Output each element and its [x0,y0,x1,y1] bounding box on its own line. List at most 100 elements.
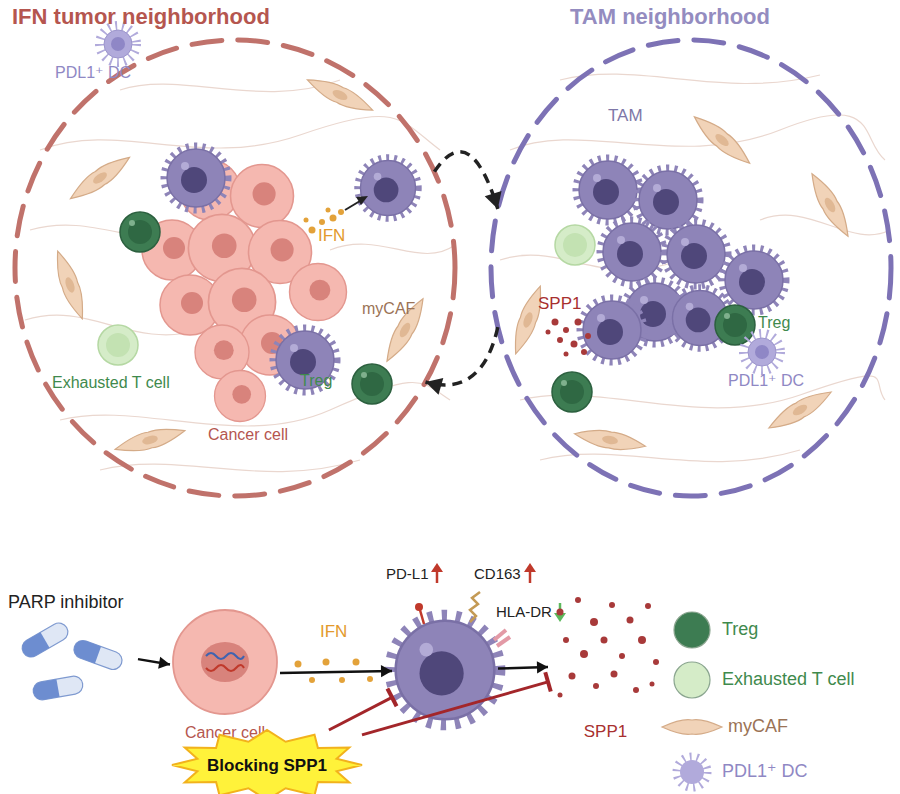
caf-cell [689,110,755,169]
dna-strand [206,653,244,659]
cancer-cell [215,371,266,422]
ifn-dot [330,215,337,222]
dashed-boundary [15,40,455,496]
legend-text: Treg [722,619,758,640]
legend-text: PDL1⁺ DC [722,761,808,782]
secretion-node: SPP1 [548,588,663,743]
macrophage-node: PD-L1CD163HLA-DR [392,617,498,723]
fiber [760,215,890,235]
node-text: TAM neighborhood [570,4,770,29]
node-text: HLA-DR [496,603,552,620]
connector [362,682,548,735]
pdl1-receptor [420,610,424,624]
neighborhood-circle-outline [486,0,898,500]
cell-label: TAM [608,106,643,126]
node-text: SPP1 [548,722,663,742]
exhausted-t-cell [98,325,138,365]
cancer-cell-body [173,610,277,714]
caf-cell [304,72,376,118]
spp1-dot [601,637,608,644]
macrophage [601,221,663,283]
pill-half [19,632,50,660]
pill-half [71,638,101,663]
pill-body [71,638,124,672]
pill [32,675,84,701]
cd163-receptor [470,592,480,622]
fiber [330,244,455,253]
macrophage [359,159,418,218]
legend-swatch [674,612,710,648]
macrophage [165,147,227,209]
macrophage [723,249,785,311]
spp1-dot [563,637,569,643]
macrophage [637,169,699,231]
spp1-dot [593,683,599,689]
legend-text: myCAF [728,716,788,737]
hladr-receptor [497,637,510,646]
node-text: Blocking SPP1 [172,756,362,776]
pdl1-receptor-head [415,603,423,611]
spp1-dot [564,352,569,357]
cell-label: myCAF [362,300,415,318]
connector [426,327,498,385]
legend-dendrites [677,757,707,787]
spp1-dot [619,653,625,659]
spp1-dot [638,636,646,644]
ifn-dot [326,208,331,213]
caf-cell [113,423,187,458]
spp1-dot [627,617,634,624]
spp1-dot [575,319,582,326]
ifn-dot [323,659,330,666]
connector [434,152,497,209]
hladr-receptor [494,630,506,640]
ifn-dot [339,677,345,683]
dc-cell [100,26,136,62]
fiber [40,116,440,150]
cell-label: IFN [318,226,345,246]
cell-label: Treg [758,314,790,332]
treg-cell [352,364,392,404]
spp1-dot [552,319,559,326]
spp1-dot [581,349,587,355]
ifn-dot [304,218,309,223]
macrophage [665,223,727,285]
neighborhood-circle: TAM neighborhood [486,0,898,500]
spp1-dot [557,609,564,616]
spp1-dot [611,671,618,678]
spp1-dot [633,687,639,693]
spp1-dot [558,693,563,698]
caf-cell [573,426,647,455]
caf-cell [66,151,135,206]
arrow-head [537,661,548,673]
macrophage [581,299,643,361]
arrow-head [426,378,444,395]
cancer-cell-node: Cancer cell [170,605,280,743]
treg-cell [715,305,755,345]
legend-sample [657,608,727,652]
spp1-dot [571,341,578,348]
arrow-head [381,665,392,677]
legend-text: Exhausted T cell [722,669,854,690]
spp1-dot [650,682,655,687]
caf-cell [805,170,855,241]
cell-label: Exhausted T cell [52,374,170,392]
exhausted-t-cell [555,225,595,265]
dc-cell [744,334,780,370]
node-text: PARP inhibitor [8,592,123,613]
blocking-burst: Blocking SPP1 [172,730,362,794]
ifn-dot [338,209,344,215]
pill [71,638,124,672]
node-text: IFN tumor neighborhood [12,4,270,29]
ifn-dot [309,677,315,683]
legend-sample [657,750,727,794]
legend-sample [657,705,727,749]
arrow-head [485,191,502,209]
spp1-dot [585,333,591,339]
treg-cell [120,212,160,252]
caf-cell [765,385,836,435]
macrophage [274,329,336,391]
ifn-arrow-line [345,201,360,210]
spp1-dot [563,327,569,333]
macrophage [392,617,497,722]
legend-swatch [680,760,704,784]
